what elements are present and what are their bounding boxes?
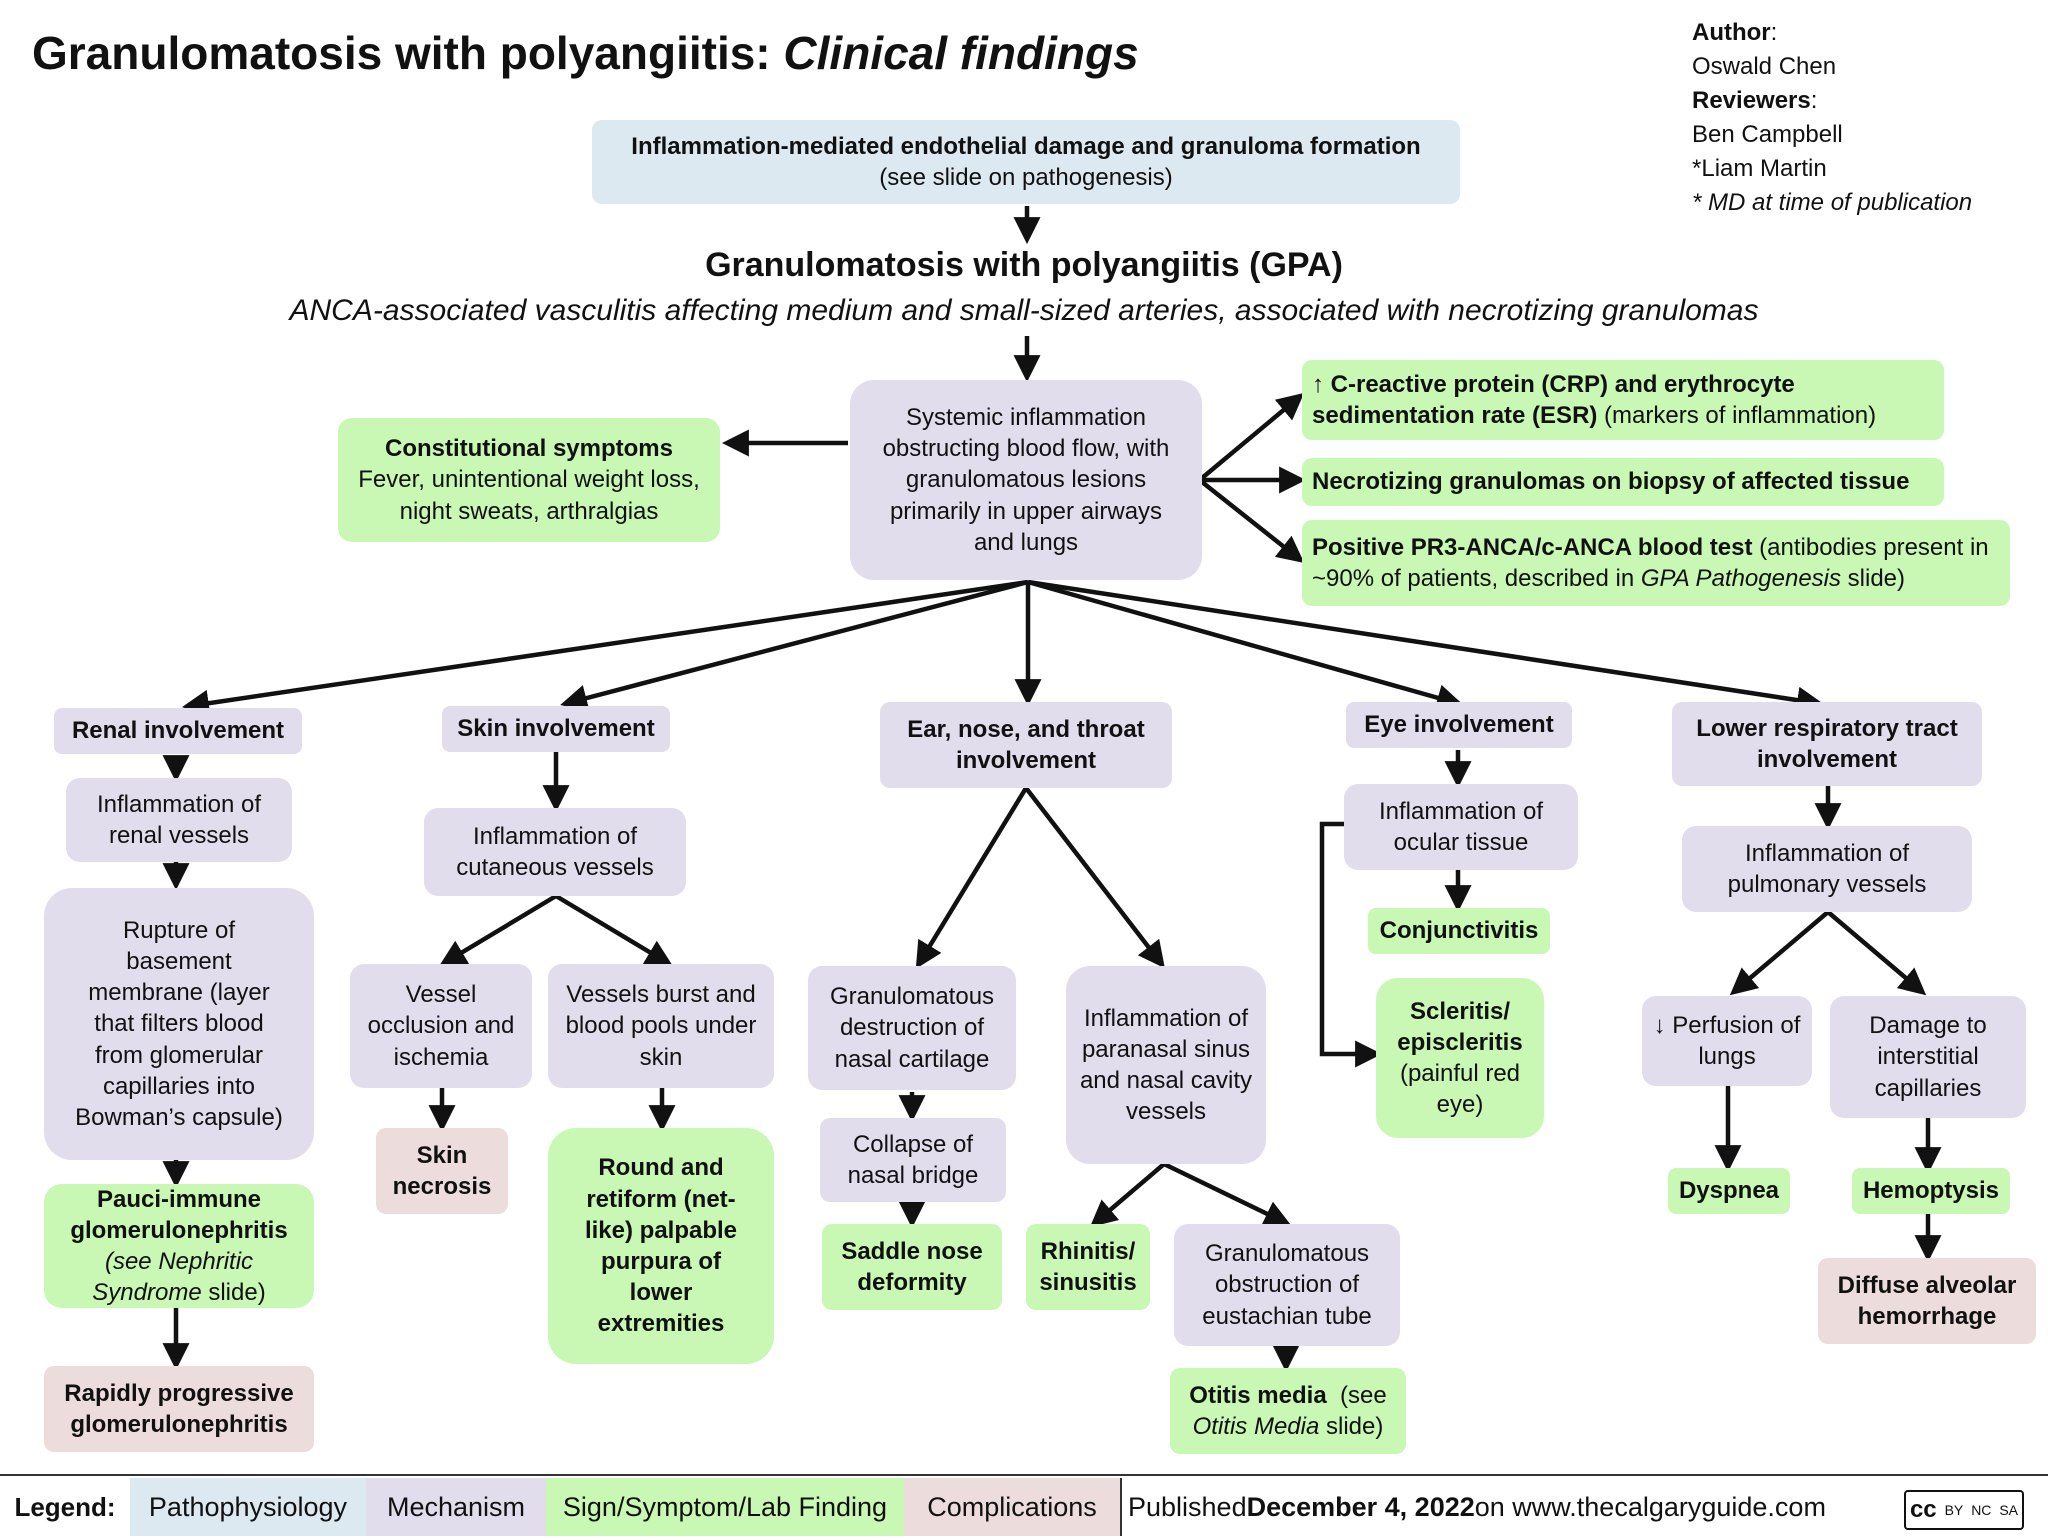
author-name: Oswald Chen (1692, 53, 1837, 80)
sa-icon: SA (1999, 1502, 2019, 1518)
conjunctivitis-box: Conjunctivitis (1368, 908, 1550, 954)
legend-bar (0, 1474, 2048, 1538)
arrow-systemic-to-eye (1027, 579, 1464, 711)
anca-test-box: Positive PR3-ANCA/c-ANCA blood test (ant… (1302, 520, 2010, 606)
crp-esr-box: ↑ C-reactive protein (CRP) and erythrocy… (1302, 360, 1944, 440)
renal-inflammation-box: Inflammation of renal vessels (66, 778, 292, 862)
cc-license-badge[interactable]: cc BY NC SA (1904, 1490, 2024, 1530)
systemic-inflammation-box: Systemic inflammation obstructing blood … (850, 380, 1202, 580)
by-icon: BY (1944, 1502, 1964, 1518)
purpura-box: Round and retiform (net-like) palpable p… (548, 1128, 774, 1364)
nasal-cartilage-destruction-box: Granulomatous destruction of nasal carti… (808, 966, 1016, 1090)
published-date: December 4, 2022 (1246, 1491, 1475, 1522)
saddle-nose-box: Saddle nose deformity (822, 1224, 1002, 1310)
rhinitis-sinusitis-box: Rhinitis/ sinusitis (1026, 1224, 1150, 1310)
legend-mechanism: Mechanism (366, 1478, 546, 1536)
skin-necrosis-box: Skin necrosis (376, 1128, 508, 1214)
scleritis-box: Scleritis/ episcleritis (painful red eye… (1376, 978, 1544, 1138)
gpa-definition: ANCA-associated vasculitis affecting med… (289, 294, 1759, 327)
necrotizing-granulomas-box: Necrotizing granulomas on biopsy of affe… (1302, 458, 1944, 506)
legend-complications: Complications (904, 1478, 1120, 1536)
published-line: Published December 4, 2022 on www.thecal… (1128, 1491, 1826, 1522)
gpa-heading: Granulomatosis with polyangiitis (GPA) (705, 246, 1343, 284)
lung-perfusion-box: ↓ Perfusion of lungs (1642, 996, 1812, 1086)
pathogenesis-box: Inflammation-mediated endothelial damage… (592, 120, 1460, 204)
legend-label: Legend: (14, 1491, 116, 1522)
arrow-systemic-to-crp (1200, 392, 1305, 480)
alveolar-hemorrhage-box: Diffuse alveolar hemorrhage (1818, 1258, 2036, 1344)
arrow-systemic-to-skin (560, 579, 1029, 712)
vessel-occlusion-box: Vessel occlusion and ischemia (350, 964, 532, 1088)
cc-icon: cc (1909, 1496, 1937, 1523)
site-link[interactable]: on www.thecalgaryguide.com (1474, 1491, 1826, 1522)
page-title: Granulomatosis with polyangiitis: Clinic… (32, 27, 1139, 79)
ocular-inflammation-box: Inflammation of ocular tissue (1344, 784, 1578, 870)
reviewers-label: Reviewers (1692, 87, 1811, 114)
vessels-burst-box: Vessels burst and blood pools under skin (548, 964, 774, 1088)
nasal-bridge-collapse-box: Collapse of nasal bridge (820, 1118, 1006, 1202)
page-subtitle: Clinical findings (783, 27, 1139, 79)
paranasal-sinus-inflammation-box: Inflammation of paranasal sinus and nasa… (1066, 966, 1266, 1164)
legend-sign-symptom: Sign/Symptom/Lab Finding (546, 1478, 904, 1536)
eustachian-obstruction-box: Granulomatous obstruction of eustachian … (1174, 1224, 1400, 1346)
basement-membrane-rupture-box: Rupture of basement membrane (layer that… (44, 888, 314, 1160)
rpgn-box: Rapidly progressive glomerulonephritis (44, 1366, 314, 1452)
author-note: * MD at time of publication (1692, 189, 1973, 216)
reviewer-name: Ben Campbell (1692, 121, 1843, 148)
skin-involvement-header: Skin involvement (442, 706, 670, 752)
hemoptysis-box: Hemoptysis (1852, 1168, 2010, 1214)
lung-involvement-header: Lower respiratory tract involvement (1672, 702, 1982, 786)
ent-involvement-header: Ear, nose, and throat involvement (880, 702, 1172, 788)
pulmonary-inflammation-box: Inflammation of pulmonary vessels (1682, 826, 1972, 912)
eye-involvement-header: Eye involvement (1346, 702, 1572, 748)
arrow-systemic-to-renal (181, 579, 1029, 717)
interstitial-damage-box: Damage to interstitial capillaries (1830, 996, 2026, 1118)
renal-involvement-header: Renal involvement (54, 708, 302, 754)
legend-pathophysiology: Pathophysiology (130, 1478, 366, 1536)
otitis-media-box: Otitis media (see Otitis Media slide) (1170, 1368, 1406, 1454)
author-block: Author: Oswald Chen Reviewers: Ben Campb… (1692, 16, 1972, 220)
nc-icon: NC (1971, 1502, 1992, 1518)
arrow-systemic-to-lung (1027, 579, 1825, 714)
reviewer-name: *Liam Martin (1692, 155, 1827, 182)
cutaneous-inflammation-box: Inflammation of cutaneous vessels (424, 808, 686, 896)
dyspnea-box: Dyspnea (1668, 1168, 1790, 1214)
pauci-immune-gn-box: Pauci-immune glomerulonephritis (see Nep… (44, 1184, 314, 1308)
arrow-systemic-to-anca (1200, 480, 1305, 564)
constitutional-symptoms-box: Constitutional symptoms Fever, unintenti… (338, 418, 720, 542)
author-label: Author (1692, 19, 1771, 46)
legend-divider (1120, 1478, 1122, 1536)
